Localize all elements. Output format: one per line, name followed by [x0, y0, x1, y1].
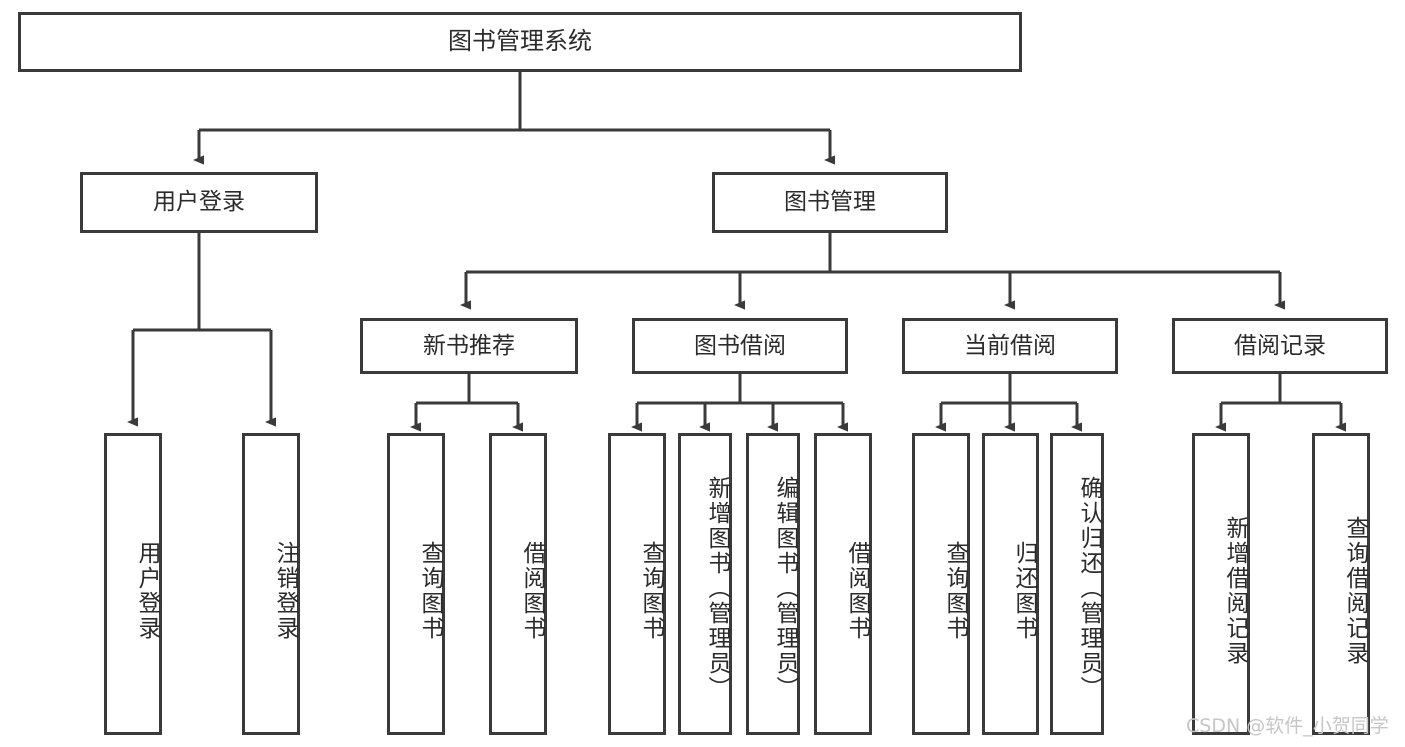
leaf-current-query-book[interactable]: 查询图书 [912, 433, 970, 735]
node-borrow-record[interactable]: 借阅记录 [1172, 318, 1388, 374]
node-label: 借阅图书 [519, 541, 545, 641]
node-label: 注销登录 [272, 541, 298, 641]
node-root-system[interactable]: 图书管理系统 [18, 12, 1022, 72]
leaf-current-return-book[interactable]: 归还图书 [982, 433, 1039, 735]
node-book-borrow[interactable]: 图书借阅 [632, 318, 848, 374]
node-label: 用户登录 [134, 541, 160, 641]
node-label: 当前借阅 [964, 332, 1056, 359]
node-label: 图书管理 [784, 189, 876, 216]
node-label: 归还图书 [1011, 541, 1037, 641]
leaf-user-login[interactable]: 用户登录 [104, 433, 162, 735]
leaf-recommend-query-book[interactable]: 查询图书 [387, 433, 445, 735]
node-label: 确认归还（管理员） [1076, 475, 1102, 701]
node-label: 借阅图书 [844, 541, 870, 641]
node-label: 查询图书 [638, 541, 664, 641]
node-new-book-recommend[interactable]: 新书推荐 [360, 318, 578, 374]
node-label: 查询图书 [942, 541, 968, 641]
csdn-watermark: CSDN @软件_小贺同学 [1186, 715, 1389, 737]
node-label: 新增借阅记录 [1222, 516, 1248, 666]
leaf-user-logout[interactable]: 注销登录 [242, 433, 300, 735]
node-user-login[interactable]: 用户登录 [80, 172, 318, 233]
leaf-borrow-query-book[interactable]: 查询图书 [608, 433, 666, 735]
node-label: 图书管理系统 [448, 27, 592, 56]
node-label: 用户登录 [153, 189, 245, 216]
node-label: 新书推荐 [423, 332, 515, 359]
node-label: 查询借阅记录 [1342, 516, 1368, 666]
node-current-borrow[interactable]: 当前借阅 [902, 318, 1118, 374]
leaf-borrow-borrow-book[interactable]: 借阅图书 [814, 433, 872, 735]
leaf-borrow-add-book-admin[interactable]: 新增图书（管理员） [678, 433, 732, 735]
node-label: 编辑图书（管理员） [772, 475, 798, 701]
leaf-current-confirm-return-admin[interactable]: 确认归还（管理员） [1050, 433, 1104, 735]
leaf-record-add-record[interactable]: 新增借阅记录 [1192, 433, 1250, 735]
node-label: 借阅记录 [1234, 332, 1326, 359]
node-label: 新增图书（管理员） [704, 475, 730, 701]
node-label: 查询图书 [417, 541, 443, 641]
node-book-management[interactable]: 图书管理 [712, 172, 948, 233]
node-label: 图书借阅 [694, 332, 786, 359]
leaf-borrow-edit-book-admin[interactable]: 编辑图书（管理员） [746, 433, 800, 735]
leaf-recommend-borrow-book[interactable]: 借阅图书 [489, 433, 547, 735]
leaf-record-query-record[interactable]: 查询借阅记录 [1312, 433, 1370, 735]
